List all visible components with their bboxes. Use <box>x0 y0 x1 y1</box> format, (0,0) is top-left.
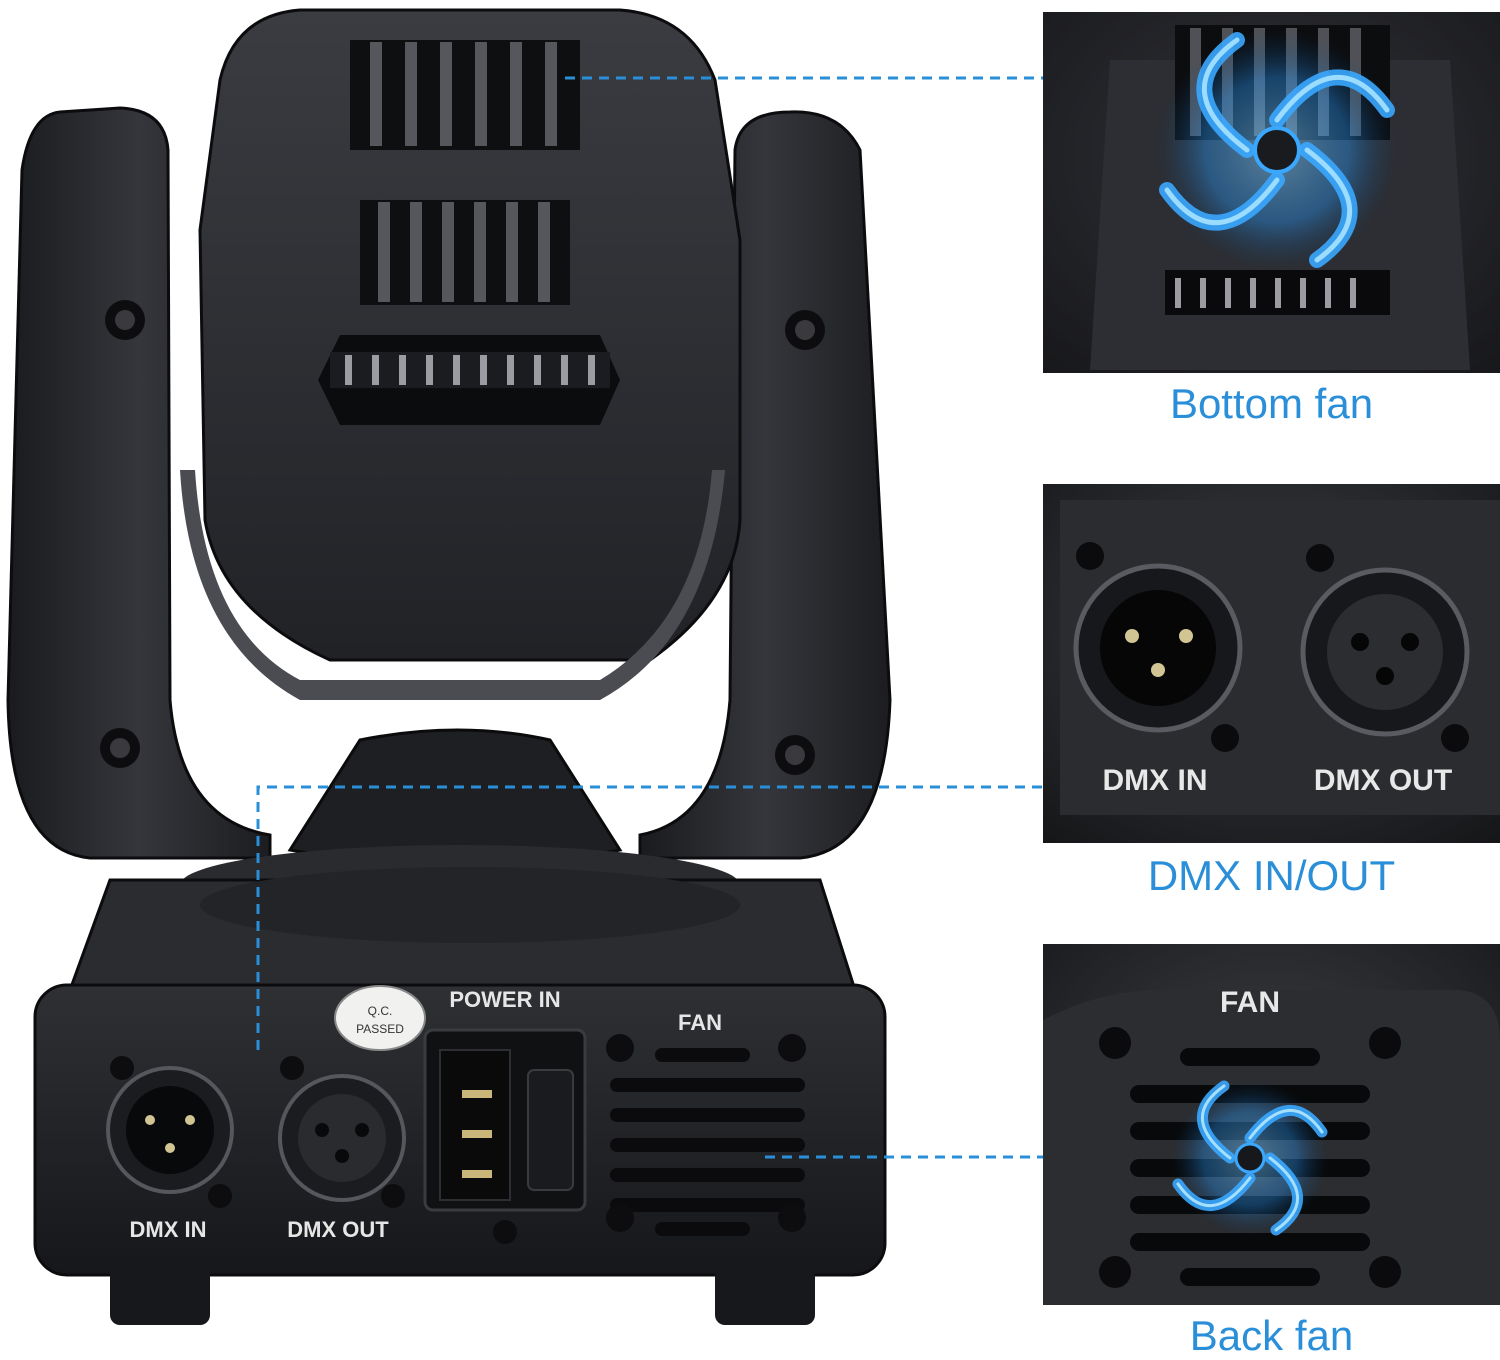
yoke-screw <box>105 300 145 340</box>
base-turntable <box>200 867 740 943</box>
iec-power-socket-icon <box>423 1028 587 1212</box>
dmx-in-label: DMX IN <box>130 1217 207 1242</box>
xlr-female-icon <box>1300 567 1470 737</box>
xlr-male-icon <box>1073 563 1243 733</box>
fan-label: FAN <box>678 1010 722 1035</box>
back-fan-vent <box>610 1048 805 1236</box>
dmx-in-out-caption: DMX IN/OUT <box>1147 852 1396 899</box>
middle-vent <box>360 200 570 305</box>
qc-sticker: Q.C. PASSED <box>334 985 426 1051</box>
panel-screw <box>606 1034 634 1062</box>
left-yoke-arm <box>6 106 272 860</box>
foot <box>715 1265 815 1325</box>
panel-screw <box>208 1184 232 1208</box>
dmx-in-label: DMX IN <box>1103 764 1208 797</box>
dmx-panel: DMX IN DMX OUT <box>1043 484 1500 843</box>
callout-line-dmx <box>256 785 1043 1050</box>
svg-text:PASSED: PASSED <box>356 1022 404 1036</box>
panel-screw <box>110 1056 134 1080</box>
yoke-screw <box>785 310 825 350</box>
fan-swirl-icon <box>1172 1080 1328 1236</box>
power-in-label: POWER IN <box>449 987 560 1012</box>
panel-screw <box>493 1220 517 1244</box>
panel-screw <box>778 1034 806 1062</box>
right-yoke-arm <box>638 110 892 860</box>
svg-text:Q.C.: Q.C. <box>368 1004 393 1018</box>
pan-base-neck <box>287 728 623 867</box>
panel-screw <box>778 1204 806 1232</box>
callout-lines <box>256 76 1043 1159</box>
yoke-screw <box>775 735 815 775</box>
foot <box>110 1265 210 1325</box>
bottom-fan-panel <box>1043 12 1500 373</box>
back-fan-panel: FAN <box>1043 944 1500 1305</box>
panel-screw <box>280 1056 304 1080</box>
top-vent <box>350 40 580 150</box>
dmx-out-label: DMX OUT <box>287 1217 389 1242</box>
fan-label: FAN <box>1220 986 1280 1019</box>
fan-swirl-icon <box>1157 30 1397 270</box>
panel-screw <box>381 1184 405 1208</box>
lower-grill <box>318 335 620 425</box>
back-fan-caption: Back fan <box>1189 1312 1354 1359</box>
dmx-out-label: DMX OUT <box>1314 764 1452 797</box>
yoke-screw <box>100 728 140 768</box>
panel-screw <box>606 1204 634 1232</box>
xlr-male-icon <box>106 1066 234 1194</box>
moving-head-light: Q.C. PASSED POWER IN FAN <box>6 8 892 1325</box>
xlr-female-icon <box>278 1074 406 1202</box>
bottom-fan-caption: Bottom fan <box>1169 380 1374 427</box>
